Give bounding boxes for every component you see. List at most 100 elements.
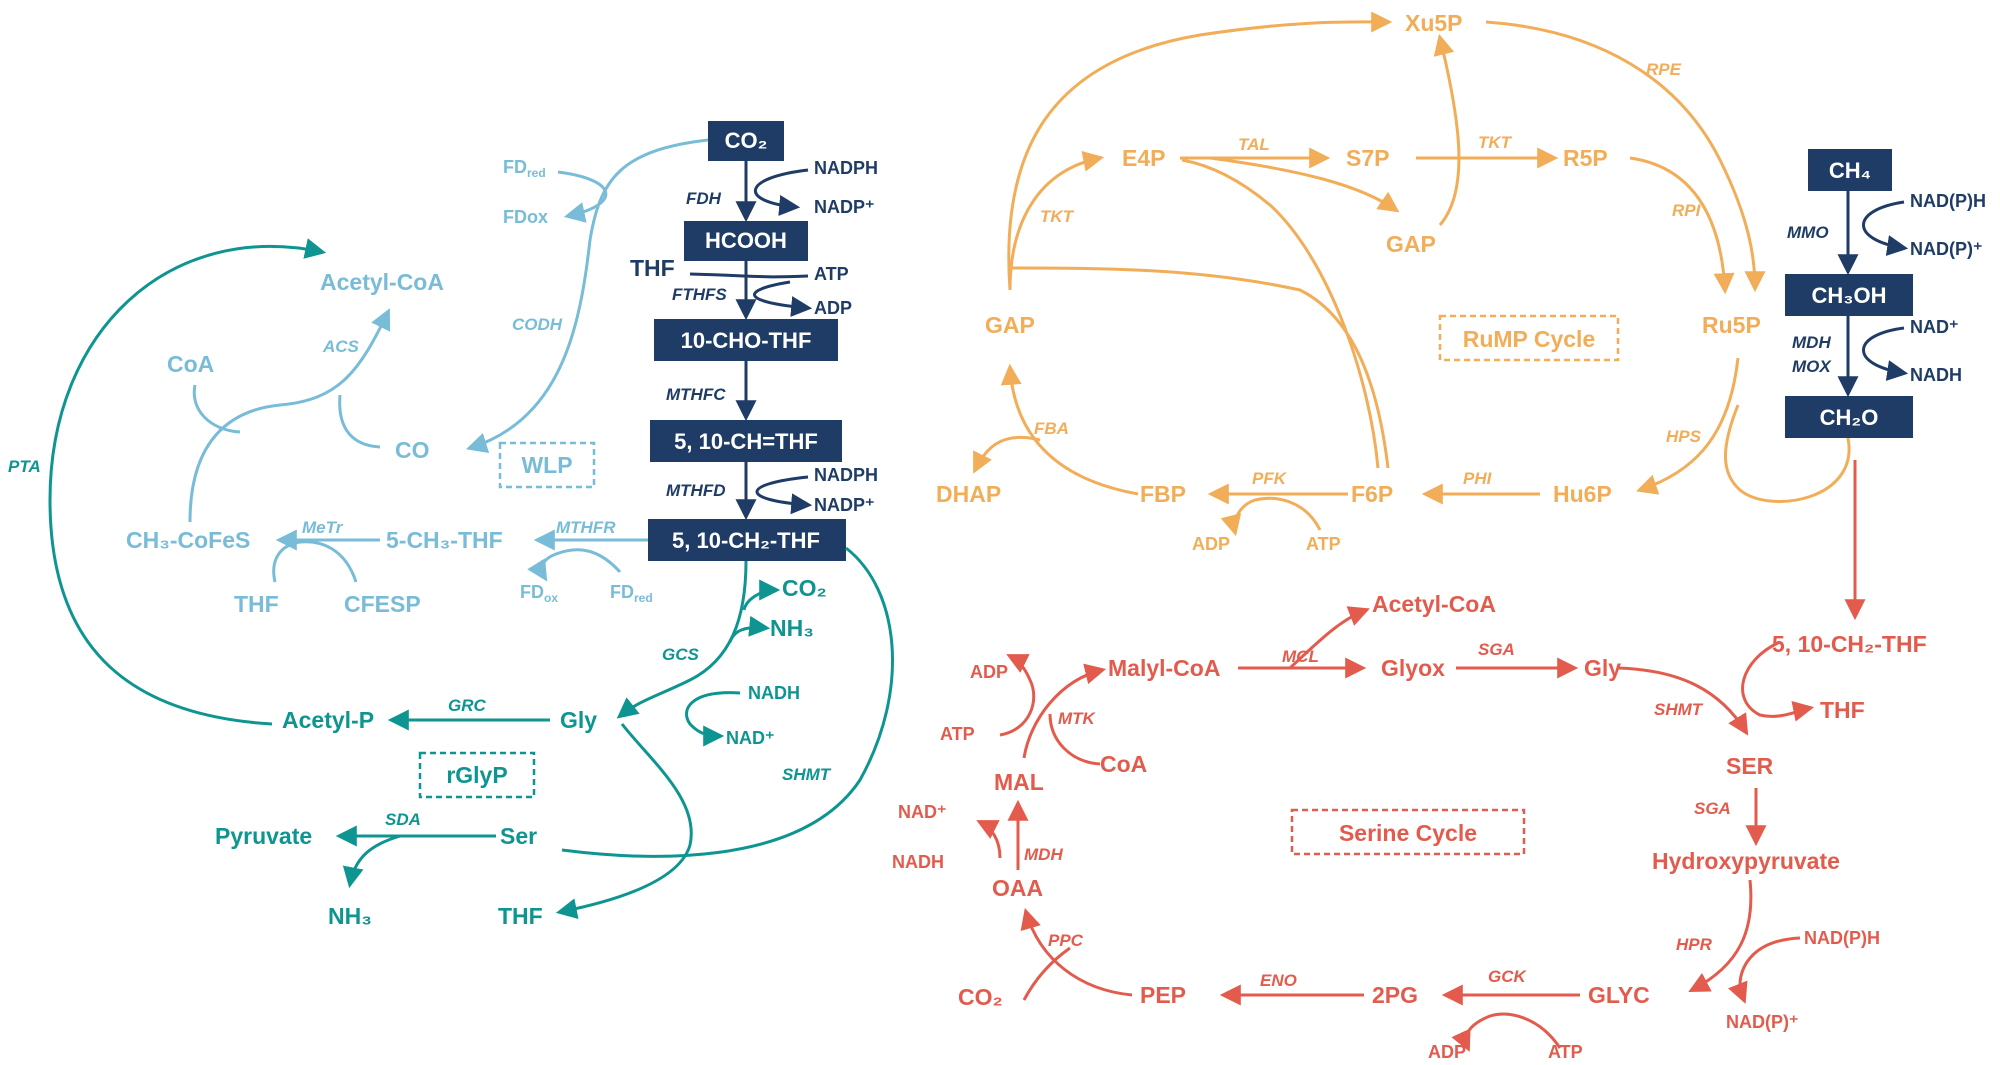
eno-enzyme: ENO [1260,971,1297,990]
methane-nad: NAD⁺ [1910,317,1959,337]
pep: PEP [1140,982,1186,1008]
hps-enzyme: HPS [1666,427,1702,446]
arrow-ch2o-to-hps [1724,404,1851,503]
mmo-enzyme: MMO [1787,223,1829,242]
serine-thf: THF [1820,697,1865,723]
ch3oh-box [1785,274,1913,316]
arrow-co2-out [742,579,781,611]
arrow-acetylp-to-acetylcoa [48,238,327,726]
acetyl-p: Acetyl-P [282,707,374,733]
arrow-coa-join [192,384,241,434]
serine-adp-1: ADP [1428,1042,1466,1062]
arrow-co-join [338,394,381,449]
tkt-enzyme-1: TKT [1478,133,1513,152]
nadph-1: NADPH [814,158,878,178]
malyl-coa: Malyl-CoA [1108,655,1220,681]
s7p: S7P [1346,145,1389,171]
serine-nadp: NAD(P)⁺ [1726,1012,1799,1032]
sga-enzyme-2: SGA [1694,799,1731,818]
arrow-nh3-out [728,615,771,643]
hu6p: Hu6P [1553,481,1612,507]
serine-acetyl-coa: Acetyl-CoA [1372,591,1496,617]
codh-enzyme: CODH [512,315,563,334]
hcooh-label: HCOOH [705,228,787,253]
sga-enzyme-1: SGA [1478,640,1515,659]
arrow-xu5p-to-ru5p [1485,20,1766,293]
tkt-enzyme-2: TKT [1040,207,1075,226]
methane-nadph: NAD(P)H [1910,191,1986,211]
arrow-gap-to-e4p [1008,151,1105,291]
rglyp-co2: CO₂ [782,575,827,601]
hydroxypyruvate: Hydroxypyruvate [1652,848,1840,874]
arrow-atp-adp-s [999,654,1036,737]
arrow-nadph-nadp-2 [755,475,813,515]
arrow-nadph-nadp-1 [753,168,809,216]
serine-ch2-thf: 5, 10-CH₂-THF [1772,631,1927,657]
cho-thf-label: 10-CHO-THF [681,328,812,353]
arrow-tal-gap [1209,156,1400,213]
mal: MAL [994,769,1044,795]
arrow-fba-dhap [973,435,1041,474]
arrow-fdred-fdox [557,170,608,223]
wlp-co: CO [395,437,430,463]
wlp-coa: CoA [167,351,214,377]
thf-core: THF [630,255,675,281]
wlp-label-box [498,441,596,489]
arrow-gap-to-xu5p-2 [1433,33,1461,226]
ch2-thf-box [648,519,846,561]
methane-nadh: NADH [1910,365,1962,385]
pyruvate: Pyruvate [215,823,312,849]
hcooh-box [684,221,808,261]
rump-labels: Xu5P RPE E4P TAL S7P TKT R5P TKT GAP RPI… [936,10,1761,554]
serine-nadph: NAD(P)H [1804,928,1880,948]
grc-enzyme: GRC [448,696,487,715]
arrow-pep-oaa [1020,907,1133,997]
serine-label: Serine Cycle [1339,820,1477,846]
cfesp: CFESP [344,591,421,617]
mox-enzyme: MOX [1792,357,1832,376]
co2-label: CO₂ [725,128,768,153]
arrow-gly-thf [555,723,693,919]
arrow-gly-ser [1617,666,1749,736]
arrow-sda-nh3 [342,834,401,889]
rpi-enzyme: RPI [1672,201,1702,220]
rglyp-label: rGlyP [446,762,507,788]
nadp-1: NADP⁺ [814,197,875,217]
adp-core: ADP [814,298,852,318]
atp-core: ATP [814,264,849,284]
arrow-ru5p-to-hu6p [1636,357,1740,495]
r5p: R5P [1563,145,1608,171]
mthfd-enzyme: MTHFD [666,481,725,500]
serine-gly: Gly [1584,655,1621,681]
arrow-hpr-nadph [1728,936,1801,1004]
serine-label-box [1290,808,1526,856]
arrow-gck-atp-adp [1451,1012,1562,1052]
gck-enzyme: GCK [1488,967,1528,986]
arrow-nadh-nad-s [976,820,1002,859]
serine-nad: NAD⁺ [898,802,947,822]
mthfc-enzyme: MTHFC [666,385,726,404]
arrow-hydroxy-glyc [1688,879,1753,992]
arrow-co2-ppc [1022,946,1071,1001]
arrow-nad-nadh-m [1862,326,1909,381]
ch3-thf: 5-CH₃-THF [386,527,503,553]
ch2o-box [1785,396,1913,438]
ru5p: Ru5P [1702,312,1761,338]
rglyp-nh3: NH₃ [770,615,814,641]
methane-pathway [1785,149,1913,438]
ser: SER [1726,753,1774,779]
mthfr-enzyme: MTHFR [556,518,616,537]
ch-thf-box [650,420,842,462]
mtk-enzyme: MTK [1058,709,1097,728]
ch4-label: CH₄ [1829,158,1871,183]
fd-ox: FDox [520,582,558,605]
pfk-enzyme: PFK [1252,469,1288,488]
arrow-thf-atp-adp [689,272,808,308]
oaa: OAA [992,875,1043,901]
mdh-enzyme-s: MDH [1024,845,1063,864]
e4p: E4P [1122,145,1165,171]
phi-enzyme: PHI [1463,469,1493,488]
rglyp-shmt: SHMT [782,765,832,784]
rump-adp: ADP [1192,534,1230,554]
